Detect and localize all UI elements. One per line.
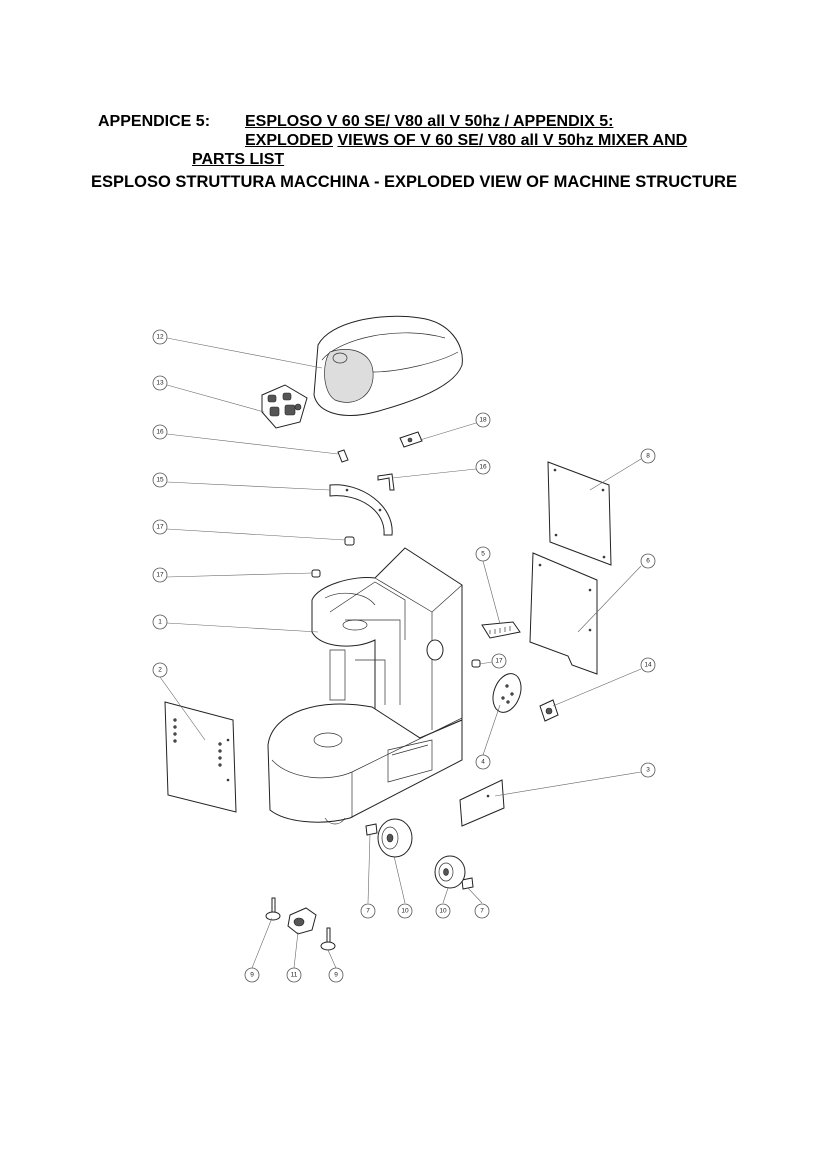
part-spacer-b — [311, 569, 321, 578]
callout-9-left-label: 9 — [250, 972, 254, 979]
callout-17-b-label: 17 — [156, 572, 164, 579]
callout-16-right: 16 — [475, 459, 491, 475]
title-line-2a: EXPLODED — [245, 132, 334, 149]
callout-6-label: 6 — [646, 558, 650, 565]
part-main-frame — [267, 547, 463, 825]
part-foot-right — [320, 927, 336, 951]
part-terminal-plate — [481, 621, 521, 639]
callout-13-label: 13 — [156, 380, 164, 387]
part-switch — [539, 699, 559, 722]
callout-10-right: 10 — [435, 903, 451, 919]
part-foot-left — [265, 897, 281, 921]
callout-9-right-label: 9 — [334, 972, 338, 979]
callout-16-left-label: 16 — [156, 429, 164, 436]
part-bracket-right — [377, 473, 395, 491]
callout-6: 6 — [640, 553, 656, 569]
callout-16-left: 16 — [152, 424, 168, 440]
part-bolt-left — [365, 823, 378, 836]
callout-2-label: 2 — [158, 667, 162, 674]
leader-lines — [159, 337, 642, 969]
appendix-label: APPENDICE 5: — [98, 113, 211, 130]
part-curved-guard — [329, 484, 393, 536]
callout-12: 12 — [152, 329, 168, 345]
callout-7-left: 7 — [360, 903, 376, 919]
part-bolt-right — [461, 877, 474, 890]
callout-9-right: 9 — [328, 967, 344, 983]
diagram-subtitle: ESPLOSO STRUTTURA MACCHINA - EXPLODED VI… — [91, 173, 737, 191]
part-rear-top-panel — [547, 461, 612, 566]
callout-14: 14 — [640, 657, 656, 673]
callout-10-right-label: 10 — [439, 908, 447, 915]
callout-17-a: 17 — [152, 519, 168, 535]
title-line-1: ESPLOSO V 60 SE/ V80 all V 50hz / APPEND… — [245, 113, 614, 130]
callout-3-label: 3 — [646, 767, 650, 774]
callout-18: 18 — [475, 412, 491, 428]
part-wheel-right — [434, 855, 466, 889]
callout-17-c: 17 — [491, 653, 507, 669]
callout-11-label: 11 — [291, 972, 298, 979]
part-caster-bracket — [287, 907, 317, 935]
part-top-cover — [313, 315, 463, 416]
callout-18-label: 18 — [479, 417, 487, 424]
part-control-plate — [261, 384, 308, 429]
callout-14-label: 14 — [644, 662, 652, 669]
callout-7-right: 7 — [474, 903, 490, 919]
callout-15-label: 15 — [156, 477, 164, 484]
title-line-2b: VIEWS OF V 60 SE/ V80 all V 50hz MIXER A… — [337, 132, 688, 149]
callout-10-left: 10 — [397, 903, 413, 919]
callout-5-label: 5 — [481, 551, 485, 558]
callout-4: 4 — [475, 754, 491, 770]
callout-17-a-label: 17 — [156, 524, 164, 531]
callout-1-label: 1 — [158, 619, 162, 626]
callout-16-right-label: 16 — [479, 464, 487, 471]
callout-4-label: 4 — [481, 759, 485, 766]
callout-12-label: 12 — [156, 334, 164, 341]
callout-2: 2 — [152, 662, 168, 678]
callout-17-b: 17 — [152, 567, 168, 583]
callout-7-right-label: 7 — [480, 908, 484, 915]
part-left-panel — [164, 701, 237, 813]
callout-1: 1 — [152, 614, 168, 630]
callout-17-c-label: 17 — [495, 658, 503, 665]
part-spacer-c — [471, 659, 481, 668]
part-spacer-a — [344, 536, 355, 546]
part-front-plate — [459, 779, 505, 827]
part-wheel-left — [377, 818, 413, 858]
callout-3: 3 — [640, 762, 656, 778]
callout-8: 8 — [640, 448, 656, 464]
callout-8-label: 8 — [646, 453, 650, 460]
part-rear-lower-panel — [529, 552, 598, 675]
callout-11: 11 — [286, 967, 302, 983]
callout-5: 5 — [475, 546, 491, 562]
part-clip-left — [337, 449, 349, 463]
title-line-2: EXPLODED VIEWS OF V 60 SE/ V80 all V 50h… — [245, 131, 687, 150]
callout-15: 15 — [152, 472, 168, 488]
title-line-3: PARTS LIST — [192, 151, 285, 168]
callout-9-left: 9 — [244, 967, 260, 983]
callout-13: 13 — [152, 375, 168, 391]
part-sensor — [399, 431, 423, 448]
callout-7-left-label: 7 — [366, 908, 370, 915]
callout-10-left-label: 10 — [401, 908, 409, 915]
part-round-disc — [492, 673, 522, 713]
